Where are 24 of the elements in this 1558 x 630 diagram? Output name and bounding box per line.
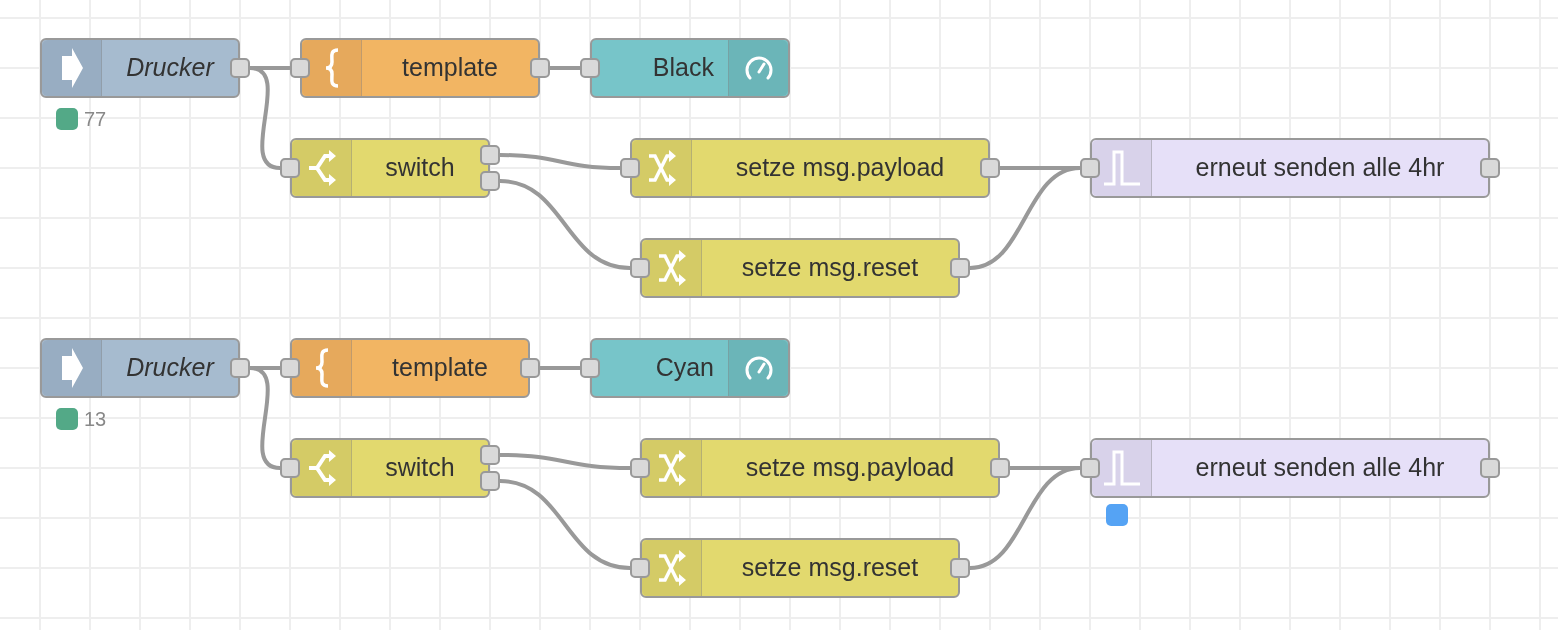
node-label: setze msg.reset bbox=[741, 552, 919, 584]
node-label: Black bbox=[652, 52, 714, 84]
wire bbox=[550, 66, 580, 70]
wire bbox=[499, 153, 621, 170]
node-label: switch bbox=[385, 452, 455, 484]
wire bbox=[969, 166, 1081, 270]
wire bbox=[499, 479, 631, 570]
node-label: setze msg.payload bbox=[735, 152, 945, 184]
node-label: setze msg.reset bbox=[741, 252, 919, 284]
wire bbox=[969, 466, 1081, 570]
node-label: switch bbox=[385, 152, 455, 184]
node-label: setze msg.payload bbox=[745, 452, 955, 484]
wire bbox=[540, 366, 580, 370]
status-text: 13 bbox=[84, 407, 107, 432]
wire bbox=[499, 179, 631, 270]
node-label: template bbox=[402, 52, 498, 84]
status-text: 77 bbox=[84, 107, 107, 132]
node-label: erneut senden alle 4hr bbox=[1195, 452, 1445, 484]
node-label: erneut senden alle 4hr bbox=[1195, 152, 1445, 184]
node-label: Drucker bbox=[126, 352, 214, 384]
node-label: template bbox=[392, 352, 488, 384]
node-label: Drucker bbox=[126, 52, 214, 84]
wire bbox=[499, 453, 631, 470]
node-label: Cyan bbox=[655, 352, 714, 384]
